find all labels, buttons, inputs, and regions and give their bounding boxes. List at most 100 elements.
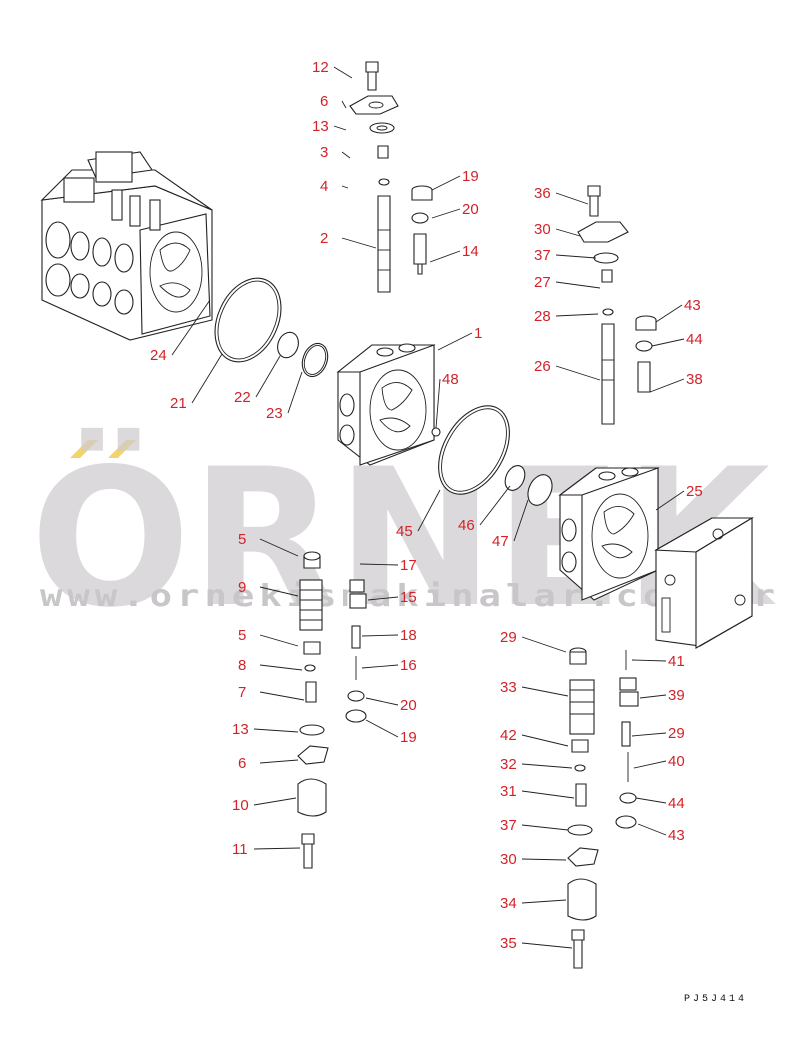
callout-label-29: 29 bbox=[668, 725, 685, 742]
callout-label-1: 1 bbox=[474, 325, 482, 342]
leader-line bbox=[259, 586, 299, 597]
leader-line bbox=[253, 728, 299, 733]
leader-line bbox=[431, 175, 461, 191]
leader-line bbox=[259, 691, 305, 701]
leader-line bbox=[435, 378, 441, 429]
leader-line bbox=[521, 686, 569, 697]
leader-line bbox=[521, 899, 567, 904]
leader-line bbox=[361, 634, 399, 637]
relief-stack-top bbox=[411, 185, 433, 275]
leader-line bbox=[651, 338, 685, 347]
callout-label-6: 6 bbox=[320, 93, 328, 110]
leader-line bbox=[259, 634, 299, 647]
callout-label-20: 20 bbox=[400, 697, 417, 714]
leader-line bbox=[639, 694, 667, 699]
callout-label-37: 37 bbox=[500, 817, 517, 834]
callout-label-46: 46 bbox=[458, 517, 475, 534]
o-ring-22 bbox=[277, 331, 299, 359]
callout-label-17: 17 bbox=[400, 557, 417, 574]
callout-label-14: 14 bbox=[462, 243, 479, 260]
valve-block-25 bbox=[558, 467, 660, 601]
leader-line bbox=[255, 355, 281, 398]
leader-line bbox=[417, 489, 441, 532]
leader-line bbox=[555, 365, 601, 381]
leader-line bbox=[521, 763, 573, 769]
callout-label-20: 20 bbox=[462, 201, 479, 218]
leader-line bbox=[259, 759, 299, 764]
leader-line bbox=[253, 797, 297, 806]
ball-48 bbox=[431, 427, 441, 437]
leader-line bbox=[259, 538, 299, 557]
callout-label-30: 30 bbox=[534, 221, 551, 238]
leader-line bbox=[655, 490, 685, 511]
leader-line bbox=[253, 847, 301, 850]
callout-label-10: 10 bbox=[232, 797, 249, 814]
callout-label-44: 44 bbox=[686, 331, 703, 348]
callout-label-22: 22 bbox=[234, 389, 251, 406]
leader-line bbox=[655, 304, 683, 323]
leader-line bbox=[365, 719, 399, 738]
leader-line bbox=[333, 66, 353, 79]
reference-code: PJ5J414 bbox=[684, 994, 747, 1005]
leader-line bbox=[365, 697, 399, 706]
valve-block-1 bbox=[336, 343, 436, 466]
leader-line bbox=[359, 563, 399, 566]
callout-label-8: 8 bbox=[238, 657, 246, 674]
leader-line bbox=[555, 281, 601, 289]
callout-label-45: 45 bbox=[396, 523, 413, 540]
spool-stack-top-right bbox=[577, 185, 629, 425]
leader-line bbox=[637, 823, 667, 836]
callout-label-24: 24 bbox=[150, 347, 167, 364]
leader-line bbox=[555, 192, 589, 205]
callout-label-15: 15 bbox=[400, 589, 417, 606]
callout-label-42: 42 bbox=[500, 727, 517, 744]
callout-label-44: 44 bbox=[668, 795, 685, 812]
callout-label-38: 38 bbox=[686, 371, 703, 388]
callout-label-35: 35 bbox=[500, 935, 517, 952]
callout-label-21: 21 bbox=[170, 395, 187, 412]
callout-label-31: 31 bbox=[500, 783, 517, 800]
relief-stack-top-right bbox=[635, 315, 657, 393]
callout-label-5: 5 bbox=[238, 531, 246, 548]
leader-line bbox=[171, 299, 211, 356]
callout-label-26: 26 bbox=[534, 358, 551, 375]
leader-line bbox=[333, 125, 347, 131]
watermark-accent-mark bbox=[108, 440, 136, 458]
callout-label-32: 32 bbox=[500, 756, 517, 773]
callout-label-41: 41 bbox=[668, 653, 685, 670]
callout-label-28: 28 bbox=[534, 308, 551, 325]
callout-label-23: 23 bbox=[266, 405, 283, 422]
callout-label-3: 3 bbox=[320, 144, 328, 161]
callout-label-25: 25 bbox=[686, 483, 703, 500]
leader-line bbox=[191, 353, 223, 404]
callout-label-43: 43 bbox=[684, 297, 701, 314]
leader-line bbox=[429, 250, 461, 263]
o-ring-47 bbox=[527, 474, 553, 506]
leader-line bbox=[521, 858, 567, 861]
callout-label-2: 2 bbox=[320, 230, 328, 247]
callout-label-36: 36 bbox=[534, 185, 551, 202]
leader-line bbox=[437, 332, 473, 351]
leader-line bbox=[555, 228, 581, 237]
callout-label-29: 29 bbox=[500, 629, 517, 646]
leader-line bbox=[521, 824, 569, 831]
leader-line bbox=[521, 734, 569, 747]
leader-line bbox=[521, 636, 567, 653]
leader-line bbox=[631, 659, 667, 662]
watermark-url: www.ornekismakinalar.com.tr bbox=[40, 579, 780, 614]
leader-line bbox=[521, 790, 575, 799]
relief-stack-bottom-right bbox=[615, 650, 639, 829]
callout-label-48: 48 bbox=[442, 371, 459, 388]
leader-line bbox=[341, 237, 377, 249]
leader-line bbox=[513, 499, 529, 542]
callout-label-4: 4 bbox=[320, 178, 328, 195]
leader-line bbox=[649, 378, 685, 393]
leader-line bbox=[521, 942, 573, 949]
leader-line bbox=[287, 371, 303, 414]
leader-line bbox=[633, 760, 667, 769]
callout-label-37: 37 bbox=[534, 247, 551, 264]
callout-label-11: 11 bbox=[232, 841, 248, 858]
callout-label-30: 30 bbox=[500, 851, 517, 868]
leader-line bbox=[431, 208, 461, 219]
callout-label-7: 7 bbox=[238, 684, 246, 701]
